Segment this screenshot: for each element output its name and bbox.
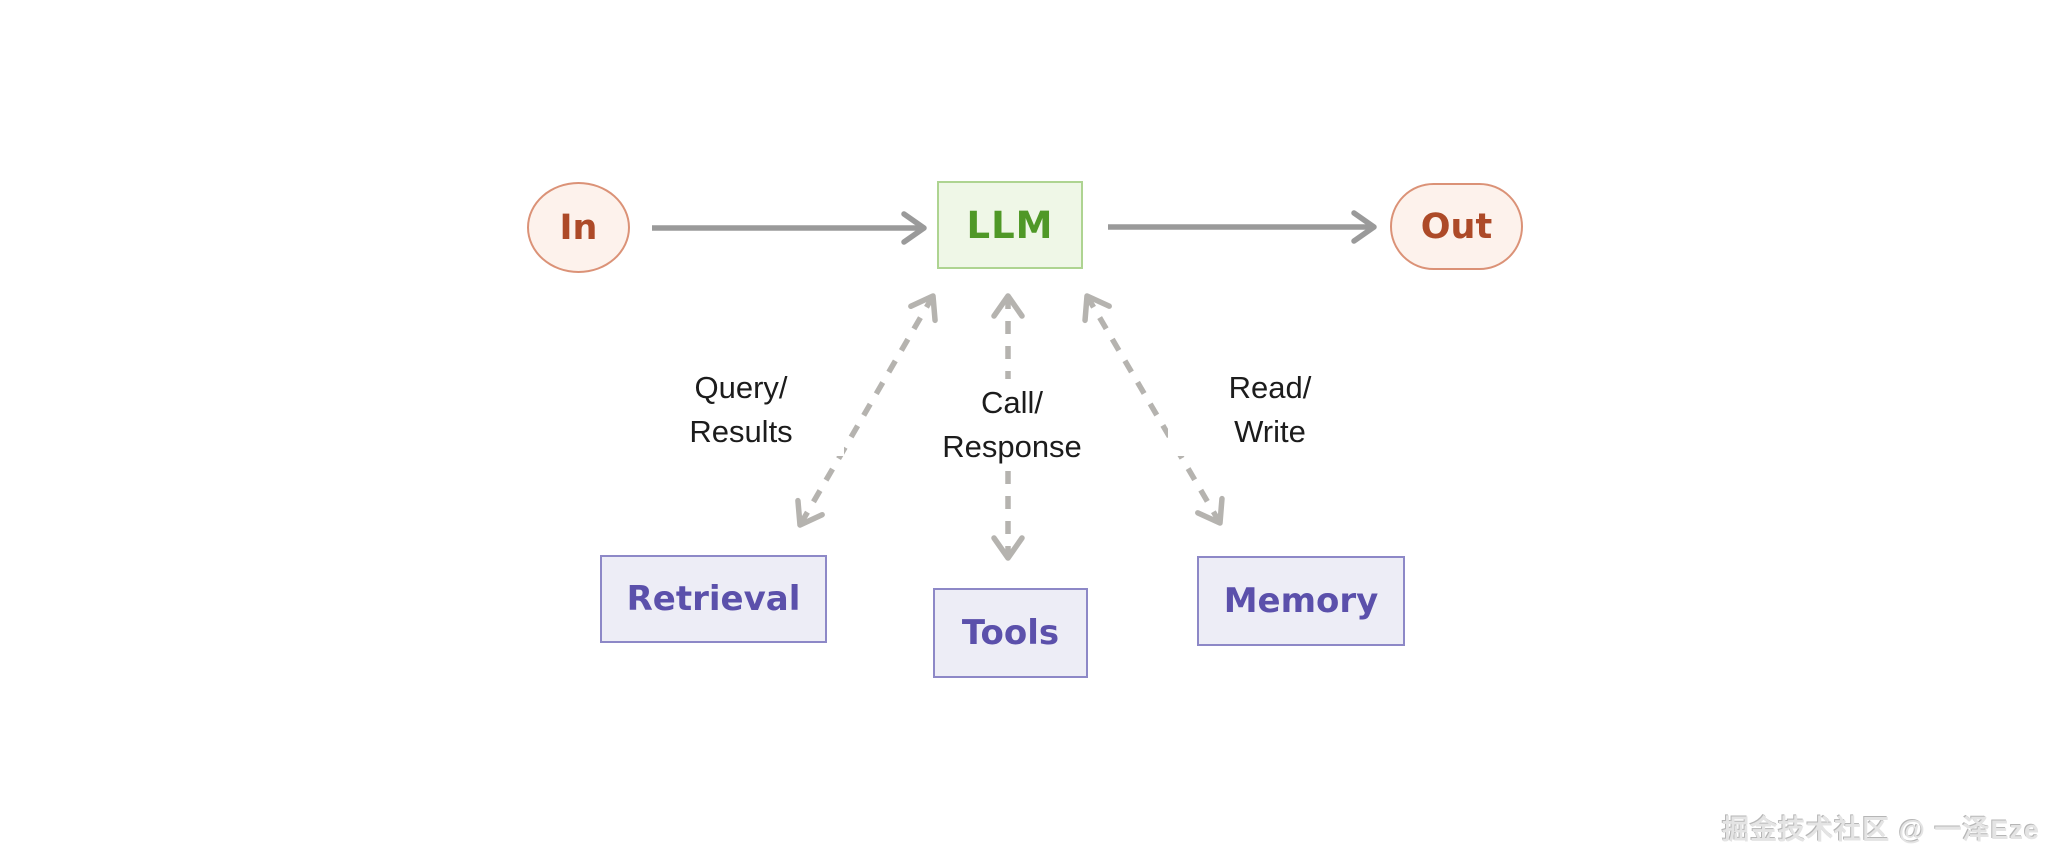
node-memory-label: Memory [1223, 581, 1379, 621]
node-retrieval-label: Retrieval [626, 579, 801, 619]
node-input: In [527, 182, 630, 273]
node-llm: LLM [937, 181, 1083, 269]
arrow-llm-retrieval [795, 293, 938, 528]
node-output-label: Out [1420, 206, 1493, 247]
node-input-label: In [559, 207, 598, 248]
watermark: 掘金技术社区 @ 一泽Eze [1722, 815, 2040, 845]
node-memory: Memory [1197, 556, 1405, 646]
edge-label-call-response: Call/ Response [898, 379, 1126, 471]
edge-label-query-line1: Query/ [694, 370, 788, 405]
edge-label-read-line2: Write [1234, 414, 1306, 449]
edge-label-query-results: Query/ Results [638, 364, 844, 456]
edge-label-read-line1: Read/ [1228, 370, 1312, 405]
edge-label-call-line1: Call/ [980, 385, 1043, 420]
node-retrieval: Retrieval [600, 555, 827, 643]
node-output: Out [1390, 183, 1523, 270]
node-tools: Tools [933, 588, 1088, 678]
arrow-llm-memory [1082, 293, 1225, 526]
edge-label-read-write: Read/ Write [1168, 364, 1372, 456]
node-llm-label: LLM [966, 203, 1054, 247]
edge-label-call-line2: Response [942, 429, 1082, 464]
edge-label-query-line2: Results [689, 414, 793, 449]
node-tools-label: Tools [961, 613, 1060, 653]
